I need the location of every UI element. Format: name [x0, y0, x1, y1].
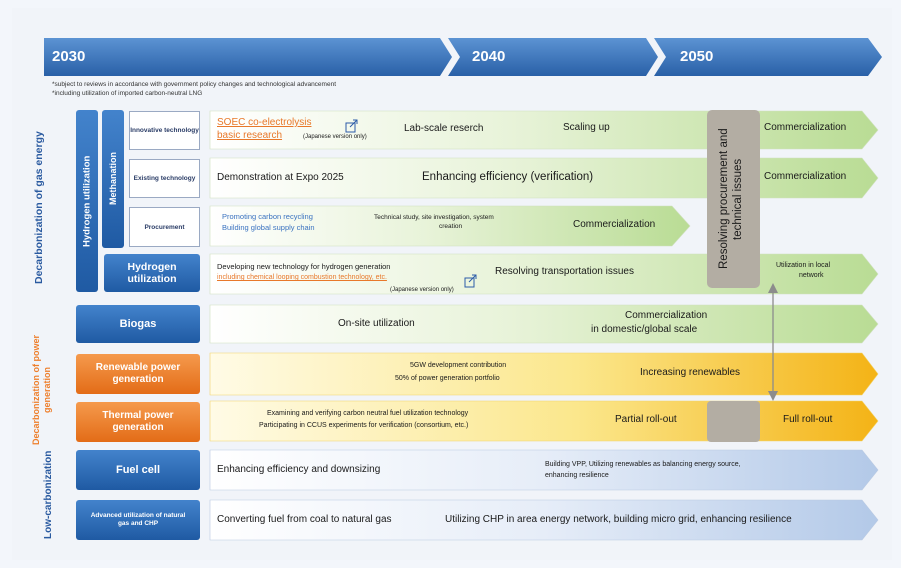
group-hydrogen-label: Hydrogen utilization	[81, 155, 93, 247]
procurement-step-a1: Promoting carbon recycling	[222, 212, 313, 221]
footnote-lng: *including utilization of imported carbo…	[52, 90, 203, 97]
hydrogen-utilization-band	[76, 110, 98, 292]
procurement-step-b1: Technical study, site investigation, sys…	[374, 214, 494, 221]
timeline-arrow-2030	[44, 38, 452, 76]
year-2040-label: 2040	[472, 48, 506, 65]
biogas-box	[76, 305, 200, 343]
external-link-icon	[345, 119, 358, 133]
footnote-policy: *subject to reviews in accordance with g…	[52, 81, 336, 88]
thermal-milestone-box	[707, 401, 760, 442]
category-chp: Advanced utilization of natural gas and …	[90, 512, 186, 527]
sub-existing: Existing technology	[129, 159, 200, 198]
thermal-step-c: Full roll-out	[783, 414, 833, 425]
category-thermal: Thermal power generation	[102, 410, 174, 433]
hydrogen-step-b: Resolving transportation issues	[495, 266, 634, 277]
resolving-label: Resolving procurement and technical issu…	[717, 128, 744, 270]
thermal-box	[76, 402, 200, 442]
procurement-step-c: Commercialization	[573, 219, 656, 230]
resolving-container: Resolving procurement and technical issu…	[707, 110, 760, 288]
external-link-icon	[464, 274, 477, 288]
hydrogen-utilization-box	[104, 254, 200, 292]
group-power-label: Decarbonization of power generation	[31, 335, 52, 446]
thermal-step-a1: Examining and verifying carbon neutral f…	[267, 410, 469, 417]
hydrogen-note: (Japanese version only)	[390, 287, 454, 293]
fuel-cell-step-a: Enhancing efficiency and downsizing	[217, 464, 381, 475]
methanation-band	[102, 110, 124, 248]
hydrogen-step-c2: network	[799, 272, 824, 279]
thermal-arrow	[209, 400, 879, 442]
renewable-arrow	[209, 352, 879, 396]
biogas-step-b1: Commercialization	[625, 310, 708, 321]
procurement-step-b2: creation	[439, 223, 463, 230]
renewable-step-b: Increasing renewables	[640, 367, 741, 378]
soec-link[interactable]: SOEC co-electrolysis	[217, 117, 312, 128]
chp-arrow	[209, 499, 879, 541]
group-low-label: Low-carbonization	[43, 450, 54, 540]
renewable-step-a1: 5GW development contribution	[410, 362, 507, 369]
fuel-cell-arrow	[209, 449, 879, 491]
timeline-arrow-2050	[654, 38, 882, 76]
biogas-step-a: On-site utilization	[338, 318, 415, 329]
hydrogen-step-c1: Utilization in local	[776, 262, 831, 269]
biogas-step-b2: in domestic/global scale	[591, 324, 698, 335]
year-2050-label: 2050	[680, 48, 714, 65]
existing-step-a: Demonstration at Expo 2025	[217, 172, 344, 183]
existing-step-b: Enhancing efficiency (verification)	[422, 171, 594, 183]
connector-head-top	[768, 283, 778, 293]
chp-step-b: Utilizing CHP in area energy network, bu…	[445, 514, 792, 525]
year-2030-label: 2030	[52, 48, 86, 65]
sub-procurement: Procurement	[129, 207, 200, 247]
group-gas-label: Decarbonization of gas energy	[33, 131, 45, 285]
innovative-step-a: Lab-scale reserch	[404, 123, 484, 134]
fuel-cell-box	[76, 450, 200, 490]
innovative-step-b: Scaling up	[563, 122, 610, 133]
innovative-note: (Japanese version only)	[303, 134, 367, 140]
category-renewable: Renewable power generation	[95, 362, 181, 385]
innovative-step-c: Commercialization	[764, 122, 847, 133]
connector-head-bottom	[768, 391, 778, 401]
biogas-arrow	[209, 304, 879, 344]
existing-step-c: Commercialization	[764, 171, 847, 182]
renewable-box	[76, 354, 200, 394]
chp-box	[76, 500, 200, 540]
group-methanation-label: Methanation	[108, 152, 118, 206]
basic-research-link[interactable]: basic research	[217, 130, 283, 141]
category-hydrogen-utilization: Hydrogen utilization	[127, 261, 177, 285]
chp-step-a: Converting fuel from coal to natural gas	[217, 514, 392, 525]
fuel-cell-step-b2: enhancing resilience	[545, 472, 609, 479]
category-fuel-cell: Fuel cell	[115, 464, 161, 476]
procurement-arrow	[209, 205, 691, 247]
thermal-step-a2: Participating in CCUS experiments for ve…	[259, 422, 469, 429]
hydrogen-link[interactable]: including chemical looping combustion te…	[217, 274, 387, 281]
resolving-box	[707, 110, 760, 288]
procurement-step-a2: Building global supply chain	[222, 223, 315, 232]
thermal-step-b: Partial roll-out	[615, 414, 677, 425]
sub-innovative: Innovative technology	[129, 111, 200, 150]
hydrogen-step-a1: Developing new technology for hydrogen g…	[217, 262, 391, 271]
fuel-cell-step-b1: Building VPP, Utilizing renewables as ba…	[545, 461, 741, 468]
timeline-arrow-2040	[448, 38, 658, 76]
category-biogas: Biogas	[119, 318, 157, 330]
renewable-step-a2: 50% of power generation portfolio	[395, 375, 500, 382]
